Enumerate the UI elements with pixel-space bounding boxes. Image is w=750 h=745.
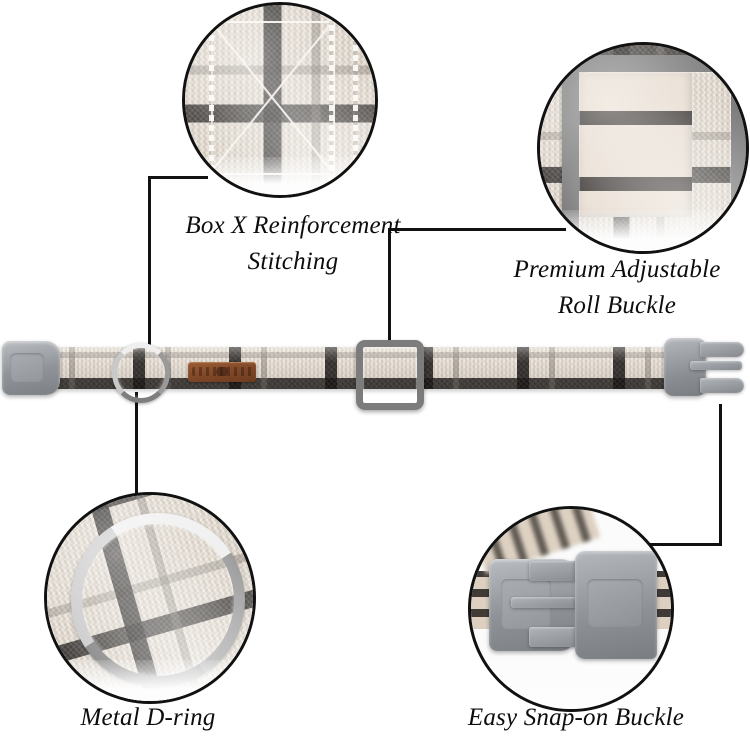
caption-roll-buckle: Premium Adjustable Roll Buckle — [513, 256, 721, 319]
callout-photo-metal-d-ring — [44, 492, 256, 704]
metal-d-ring-on-strap[interactable] — [112, 343, 170, 403]
leader-line-rollbuckle-horizontal — [388, 228, 566, 231]
snap-buckle-face-panel — [587, 579, 643, 627]
caption-metal-d-ring: Metal D-ring — [80, 704, 216, 731]
snap-center-bar-on-strap — [690, 361, 742, 370]
caption-snap-buckle: Easy Snap-on Buckle — [467, 704, 685, 731]
leader-line-dring-vertical — [135, 392, 138, 504]
leader-line-stitching-horizontal — [148, 176, 208, 179]
snap-center-bar — [511, 597, 589, 608]
leader-line-snapbuckle-horizontal — [604, 543, 722, 546]
leader-line-snapbuckle-vertical — [719, 404, 722, 546]
brand-leather-patch — [188, 362, 256, 382]
callout-photo-snap-buckle — [468, 506, 674, 712]
callout-photo-box-x-stitching — [182, 2, 378, 198]
caption-box-x-stitching: Box X Reinforcement Stitching — [185, 212, 401, 275]
snap-prong-on-strap-upper — [700, 342, 744, 357]
leader-line-stitching-vertical — [148, 176, 151, 358]
snap-prong-on-strap-lower — [700, 378, 744, 393]
snap-buckle-female-on-strap[interactable] — [2, 341, 60, 395]
roll-buckle-on-strap[interactable] — [356, 340, 424, 410]
leader-line-rollbuckle-vertical — [388, 228, 391, 350]
callout-photo-roll-buckle — [537, 42, 749, 254]
